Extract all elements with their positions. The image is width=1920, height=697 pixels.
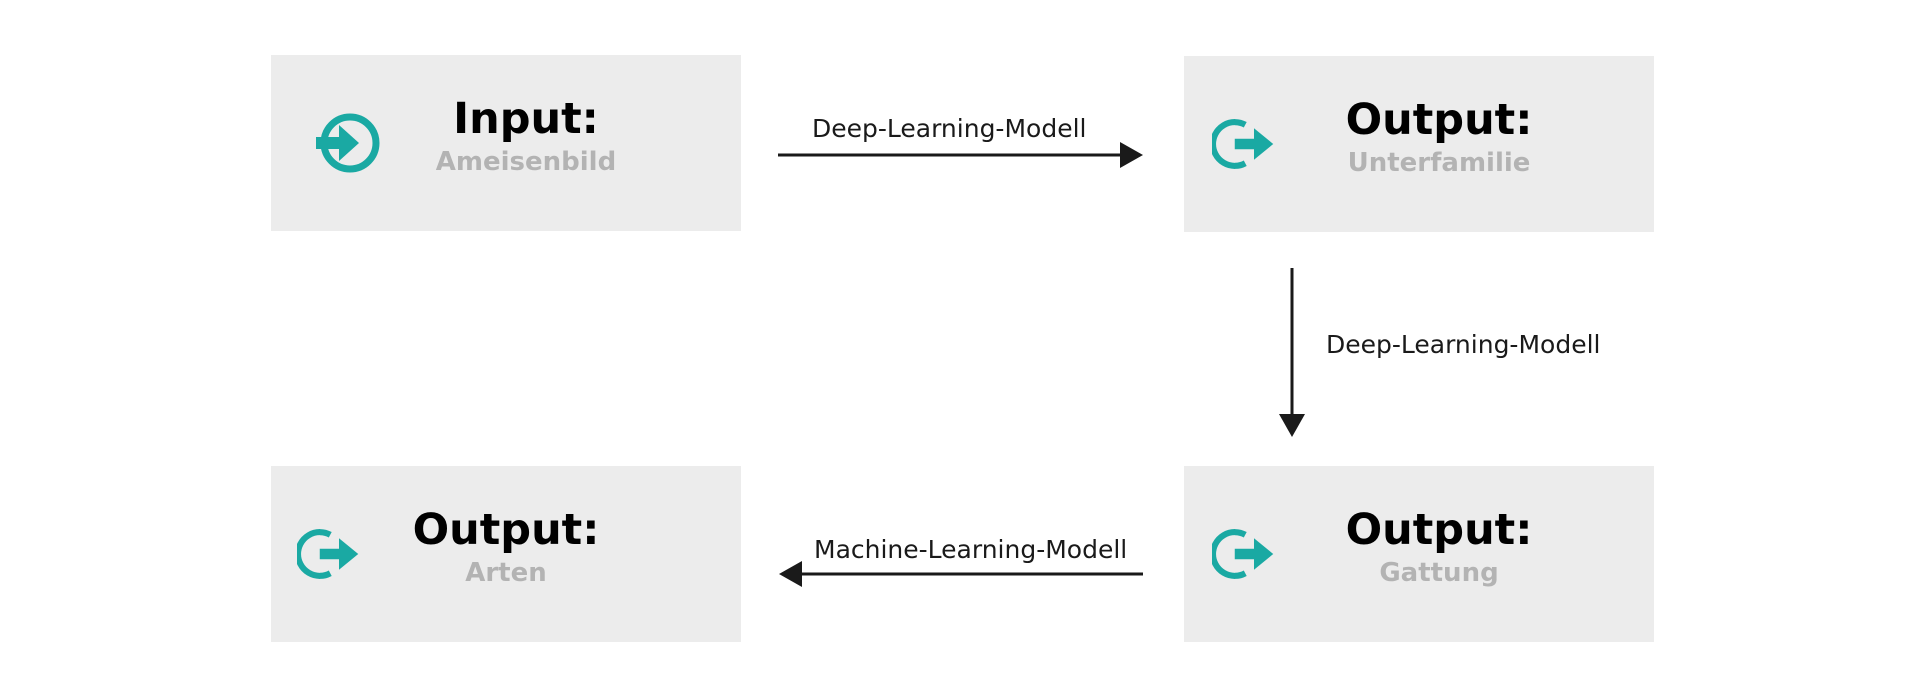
node-arten-text: Output: Arten: [381, 504, 631, 590]
sign-out-arrow-icon: [1212, 119, 1274, 169]
sign-out-arrow-icon: [297, 529, 359, 579]
node-gattung-text: Output: Gattung: [1314, 504, 1564, 590]
arrowhead-down-icon: [1279, 414, 1305, 437]
node-unterfamilie-text: Output: Unterfamilie: [1314, 94, 1564, 180]
node-output-unterfamilie: Output: Unterfamilie: [1184, 56, 1654, 232]
node-heading: Output:: [1345, 95, 1533, 145]
node-input-ameisenbild: Input: Ameisenbild: [271, 55, 741, 231]
node-input-text: Input: Ameisenbild: [401, 93, 651, 179]
node-heading: Output:: [412, 505, 600, 555]
edge-input-to-unterfamilie: [778, 142, 1143, 168]
edge-label: Deep-Learning-Modell: [812, 114, 1087, 143]
node-heading: Output:: [1345, 505, 1533, 555]
node-sublabel: Unterfamilie: [1347, 148, 1531, 178]
sign-out-arrow-icon: [1212, 529, 1274, 579]
node-heading: Input:: [453, 94, 599, 144]
node-sublabel: Arten: [465, 558, 547, 588]
arrowhead-right-icon: [1120, 142, 1143, 168]
edge-unterfamilie-to-gattung: [1279, 268, 1305, 437]
node-sublabel: Ameisenbild: [435, 147, 617, 177]
edge-gattung-to-arten: [779, 561, 1143, 587]
node-output-arten: Output: Arten: [271, 466, 741, 642]
node-sublabel: Gattung: [1379, 558, 1499, 588]
edge-label: Machine-Learning-Modell: [814, 535, 1128, 564]
sign-in-arrow-icon: [316, 113, 380, 173]
edge-label: Deep-Learning-Modell: [1326, 330, 1601, 359]
arrowhead-left-icon: [779, 561, 802, 587]
node-output-gattung: Output: Gattung: [1184, 466, 1654, 642]
